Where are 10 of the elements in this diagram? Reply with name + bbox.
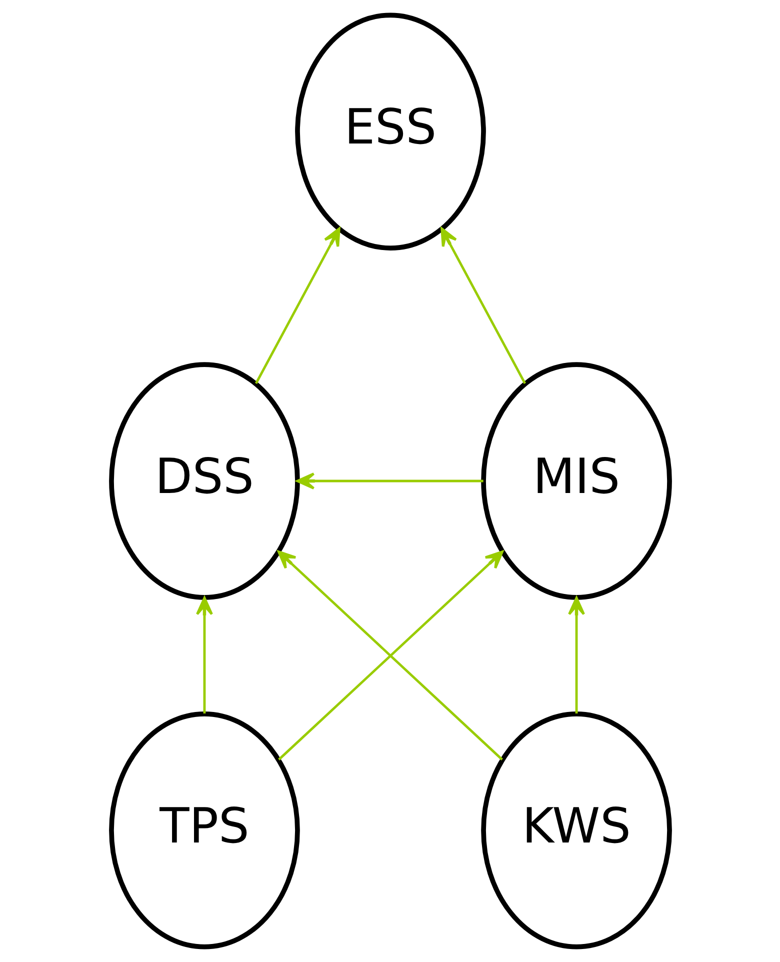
arrow [195,596,212,714]
node-ellipse: MIS [480,362,672,600]
node-ellipse: KWS [480,712,672,950]
node-ellipse: ESS [294,12,486,250]
arrow [568,596,585,714]
arrow [254,228,340,384]
arrow [296,472,483,490]
node-ellipse: DSS [108,362,300,600]
arrow [440,228,526,384]
node-ellipse: TPS [108,712,300,950]
